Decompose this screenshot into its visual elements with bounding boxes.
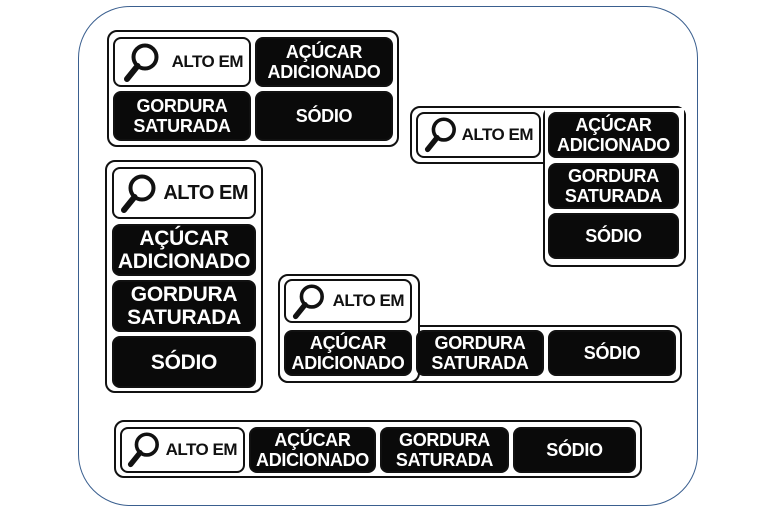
- seal-grid-header: ALTO EM: [113, 37, 251, 87]
- magnifying-glass-icon: [127, 432, 159, 468]
- gordura-saturada-box: GORDURA SATURADA: [548, 163, 679, 209]
- alto-em-label: ALTO EM: [165, 440, 238, 459]
- alto-em-label: ALTO EM: [171, 52, 244, 71]
- seal-horizontal: ALTO EM AÇÚCAR ADICIONADO GORDURA SATURA…: [114, 420, 642, 478]
- alto-em-label: ALTO EM: [332, 291, 405, 310]
- seal-grid: ALTO EM AÇÚCAR ADICIONADO GORDURA SATURA…: [107, 30, 399, 147]
- acucar-adicionado-box: AÇÚCAR ADICIONADO: [112, 224, 256, 276]
- magnifying-glass-icon: [121, 174, 156, 213]
- acucar-adicionado-box: AÇÚCAR ADICIONADO: [249, 427, 376, 473]
- sodio-box: SÓDIO: [548, 213, 679, 259]
- gordura-saturada-box: GORDURA SATURADA: [113, 91, 251, 141]
- acucar-adicionado-box: AÇÚCAR ADICIONADO: [284, 330, 412, 376]
- sodio-box: SÓDIO: [112, 336, 256, 388]
- acucar-adicionado-box: AÇÚCAR ADICIONADO: [255, 37, 393, 87]
- gordura-saturada-box: GORDURA SATURADA: [112, 280, 256, 332]
- magnifying-glass-icon: [292, 284, 324, 320]
- magnifying-glass-icon: [424, 117, 456, 153]
- gordura-saturada-box: GORDURA SATURADA: [380, 427, 509, 473]
- magnifying-glass-icon: [124, 43, 159, 82]
- sodio-box: SÓDIO: [548, 330, 676, 376]
- acucar-adicionado-box: AÇÚCAR ADICIONADO: [548, 112, 679, 158]
- seal-horizontal-header: ALTO EM: [120, 427, 245, 473]
- sodio-box: SÓDIO: [255, 91, 393, 141]
- seal-tab-header: ALTO EM: [284, 279, 412, 323]
- seal-l-header: ALTO EM: [416, 112, 541, 158]
- alto-em-label: ALTO EM: [163, 181, 248, 204]
- gordura-saturada-box: GORDURA SATURADA: [416, 330, 544, 376]
- seal-vertical-header: ALTO EM: [112, 167, 256, 219]
- sodio-box: SÓDIO: [513, 427, 636, 473]
- seal-vertical: ALTO EM AÇÚCAR ADICIONADO GORDURA SATURA…: [105, 160, 263, 393]
- figure-frame: [78, 6, 698, 506]
- alto-em-label: ALTO EM: [461, 125, 534, 144]
